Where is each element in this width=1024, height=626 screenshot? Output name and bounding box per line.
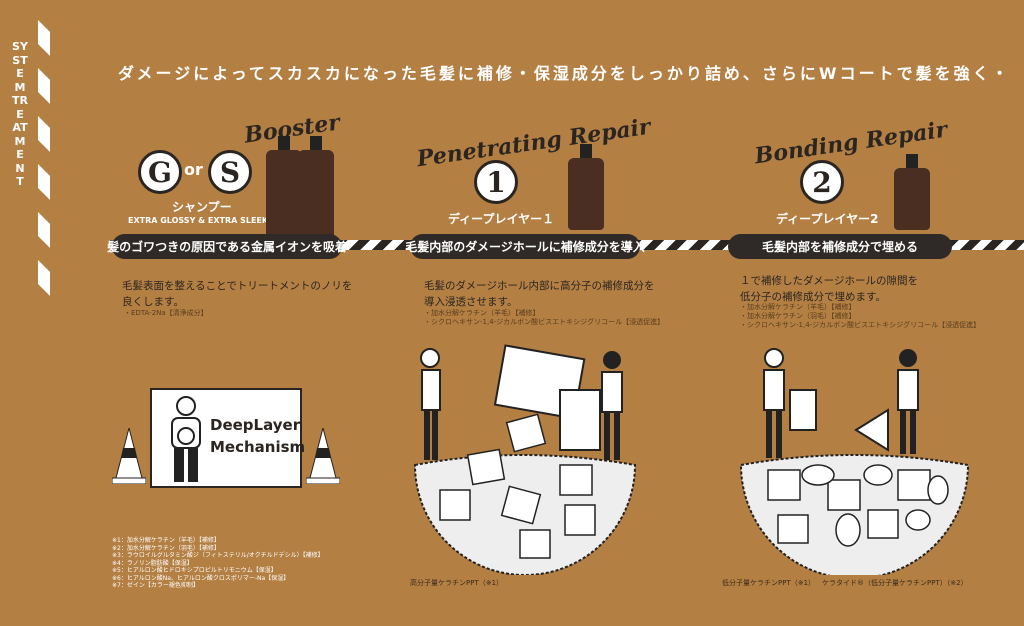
bonding-illustration xyxy=(739,348,970,575)
side-label: SYSTEM TREATMENT xyxy=(12,40,28,188)
or-text: or xyxy=(184,160,203,179)
step3-notes: ・加水分解ケラチン（羊毛）【補修】・加水分解ケラチン（羽毛）【補修】・シクロヘキ… xyxy=(740,303,980,330)
badge-s: S xyxy=(208,150,252,194)
footnote: ※4：ラノリン脂肪酸【保湿】 xyxy=(112,559,193,567)
headline: ダメージによってスカスカになった毛髪に補修・保湿成分をしっかり詰め、さらにWコー… xyxy=(118,64,1011,83)
step3-caption-1: 低分子量ケラチンPPT（※1） xyxy=(722,579,816,587)
badge-2: 2 xyxy=(800,160,844,204)
step2-notes: ・加水分解ケラチン（羊毛）【補修】・シクロヘキサン-1,4-ジカルボン酸ビスエト… xyxy=(424,309,664,327)
step3-caption-2: ケラタイド®（低分子量ケラチンPPT）（※2） xyxy=(822,579,968,587)
deeplayer1-name: ディープレイヤー１ xyxy=(448,212,555,226)
badge-g: G xyxy=(138,150,182,194)
step2-desc-line1: 毛髪のダメージホール内部に高分子の補修成分を xyxy=(424,280,655,292)
step2-pill: 毛髪内部のダメージホールに補修成分を導入 xyxy=(405,234,645,259)
step2-desc: 毛髪のダメージホール内部に高分子の補修成分を導入浸透させます。 xyxy=(424,278,654,310)
footnotes: ※1：加水分解ケラチン（羊毛）【補修】※2：加水分解ケラチン（羽毛）【補修】※3… xyxy=(112,537,324,590)
step2-caption: 高分子量ケラチンPPT（※1） xyxy=(410,579,504,587)
bottle-deeplayer1 xyxy=(568,144,604,230)
step1-desc-line1: 毛髪表面を整えることでトリートメントのノリを xyxy=(122,280,353,292)
footnote: ※7：ゼイン【カラー褪色抑制】 xyxy=(112,582,199,589)
footnote: ※1：加水分解ケラチン（羊毛）【補修】 xyxy=(112,537,220,544)
footnote: ※2：加水分解ケラチン（羽毛）【補修】 xyxy=(112,544,220,552)
step1-desc-line2: 良くします。 xyxy=(122,296,184,308)
mechanism-line1: DeepLayer xyxy=(210,416,301,434)
penetrating-title: Penetrating Repair xyxy=(415,113,653,173)
footnote: ※5：ヒアルロン酸ヒドロキシプロピルトリモニウム【保湿】 xyxy=(112,567,277,574)
bottle-glossy xyxy=(266,136,302,240)
step2-note: ・シクロヘキサン-1,4-ジカルボン酸ビスエトキシジグリコール【浸透促進】 xyxy=(424,318,665,326)
step3-note: ・シクロヘキサン-1,4-ジカルボン酸ビスエトキシジグリコール【浸透促進】 xyxy=(740,321,981,329)
footnote: ※6：ヒアルロン酸Na、ヒアルロン酸クロスポリマー-Na【保湿】 xyxy=(112,574,290,582)
step2-desc-line2: 導入浸透させます。 xyxy=(424,296,518,308)
worker-illustration xyxy=(171,396,201,482)
step1-pill: 髪のゴワつきの原因である金属イオンを吸着 xyxy=(107,234,347,259)
step3-note: ・加水分解ケラチン（羽毛）【補修】 xyxy=(740,312,856,320)
step1-note: ・EDTA-2Na【清浄成分】 xyxy=(124,309,208,317)
traffic-cone-icon xyxy=(306,428,340,484)
step1-desc: 毛髪表面を整えることでトリートメントのノリを良くします。 xyxy=(122,278,352,310)
penetrating-illustration xyxy=(413,344,637,575)
badge-1: 1 xyxy=(474,160,518,204)
bottle-sleek xyxy=(298,136,334,240)
booster-title: Booster xyxy=(242,109,342,149)
step3-pill: 毛髪内部を補修成分で埋める xyxy=(728,234,952,259)
step3-desc-line2: 低分子の補修成分で埋めます。 xyxy=(740,291,886,303)
spray-bottle-deeplayer2 xyxy=(894,154,930,230)
shampoo-name: シャンプー xyxy=(172,200,232,214)
bonding-title: Bonding Repair xyxy=(753,116,949,170)
step3-note: ・加水分解ケラチン（羊毛）【補修】 xyxy=(740,303,856,311)
step2-note: ・加水分解ケラチン（羊毛）【補修】 xyxy=(424,309,540,317)
deeplayer2-name: ディープレイヤー2 xyxy=(776,212,879,226)
footnote: ※3：ラウロイルグルタミン酸ジ（フィトステリル/オクチルドデシル）【補修】 xyxy=(112,552,324,559)
step3-desc-line1: １で補修したダメージホールの隙間を xyxy=(740,275,918,287)
shampoo-sub: EXTRA GLOSSY & EXTRA SLEEK xyxy=(128,216,269,225)
step3-desc: １で補修したダメージホールの隙間を低分子の補修成分で埋めます。 xyxy=(740,273,918,305)
mechanism-line2: Mechanism xyxy=(210,438,306,456)
traffic-cone-icon xyxy=(112,428,146,484)
diagonal-stripes-decoration xyxy=(38,20,50,296)
